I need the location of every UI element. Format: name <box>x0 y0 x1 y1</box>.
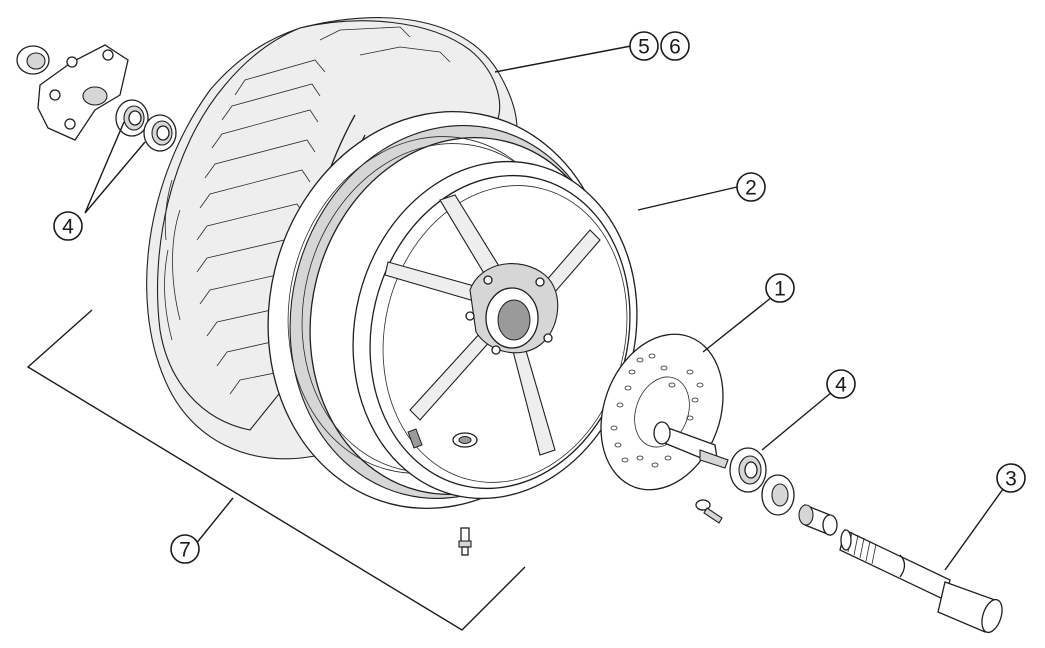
right-bearing <box>729 447 767 493</box>
callout-6-label: 6 <box>669 36 681 59</box>
callout-4-right: 4 <box>826 369 856 399</box>
axle-sleeve <box>653 421 729 469</box>
callout-1-label: 1 <box>774 278 786 301</box>
rim <box>267 110 638 510</box>
left-spacer <box>16 45 50 75</box>
callout-7-label: 7 <box>179 539 191 562</box>
leader-lines <box>84 45 1004 571</box>
callout-5-label: 5 <box>638 36 650 59</box>
axle <box>839 529 1003 634</box>
callout-5: 5 <box>629 31 659 61</box>
callout-4-left-label: 4 <box>62 216 74 239</box>
callout-4-left: 4 <box>53 211 83 241</box>
callout-1: 1 <box>765 273 795 303</box>
callout-6: 6 <box>660 31 690 61</box>
left-bearing-inner <box>115 99 149 137</box>
tyre-valve <box>458 527 472 556</box>
axle-bushing <box>798 504 838 536</box>
right-spacer <box>761 474 795 516</box>
rim-hub <box>465 263 559 355</box>
callout-7: 7 <box>170 534 200 564</box>
callout-2-label: 2 <box>745 177 757 200</box>
callout-3: 3 <box>996 463 1026 493</box>
callout-3-label: 3 <box>1005 468 1017 491</box>
hub-flange <box>37 44 129 141</box>
callout-2: 2 <box>736 172 766 202</box>
left-bearing-outer <box>143 114 177 152</box>
assembly-bracket <box>26 309 526 631</box>
callout-4-right-label: 4 <box>835 374 847 397</box>
disc-bolt <box>695 499 723 524</box>
